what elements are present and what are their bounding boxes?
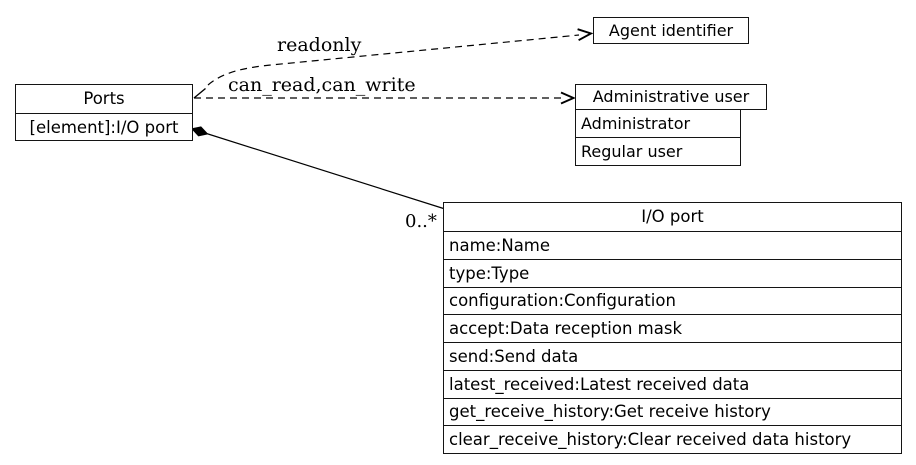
- readonly-edge-line: [207, 34, 580, 86]
- ports-node-title: Ports: [16, 85, 192, 114]
- administrative-user-value-regular-user: Regular user: [581, 142, 683, 161]
- can-read-write-arrowhead: [560, 91, 576, 105]
- composition-multiplicity-label: 0..*: [405, 211, 437, 232]
- io-port-attribute-get-receive-history: get_receive_history:Get receive history: [444, 397, 901, 426]
- composition-edge-line: [206, 132, 444, 210]
- io-port-attribute-send: send:Send data: [444, 342, 901, 370]
- readonly-edge-tail-tick: [193, 87, 206, 99]
- io-port-attribute-type: type:Type: [444, 258, 901, 287]
- agent-identifier-node: Agent identifier: [593, 17, 749, 44]
- io-port-attribute-clear-receive-history: clear_receive_history:Clear received dat…: [444, 425, 901, 453]
- io-port-node: I/O port name:Name type:Type configurati…: [443, 202, 902, 454]
- agent-identifier-title: Agent identifier: [608, 21, 734, 40]
- io-port-attribute-list: name:Name type:Type configuration:Config…: [444, 232, 901, 453]
- can-read-write-edge-label: can_read,can_write: [228, 74, 416, 96]
- administrative-user-node-header: Administrative user: [575, 84, 767, 110]
- readonly-arrowhead: [577, 28, 594, 42]
- io-port-attribute-configuration: configuration:Configuration: [444, 286, 901, 315]
- io-port-title: I/O port: [444, 203, 901, 232]
- ports-node: Ports [element]:I/O port: [15, 84, 193, 141]
- io-port-attribute-latest-received: latest_received:Latest received data: [444, 369, 901, 398]
- administrative-user-title: Administrative user: [592, 87, 750, 106]
- readonly-edge-label: readonly: [277, 34, 362, 56]
- io-port-attribute-accept: accept:Data reception mask: [444, 314, 901, 342]
- io-port-attribute-name: name:Name: [449, 235, 551, 255]
- administrative-user-node-body: Administrator Regular user: [575, 109, 741, 166]
- ports-node-attribute: [element]:I/O port: [29, 118, 179, 137]
- composition-diamond: [191, 126, 209, 137]
- administrative-user-value-administrator: Administrator: [576, 110, 740, 138]
